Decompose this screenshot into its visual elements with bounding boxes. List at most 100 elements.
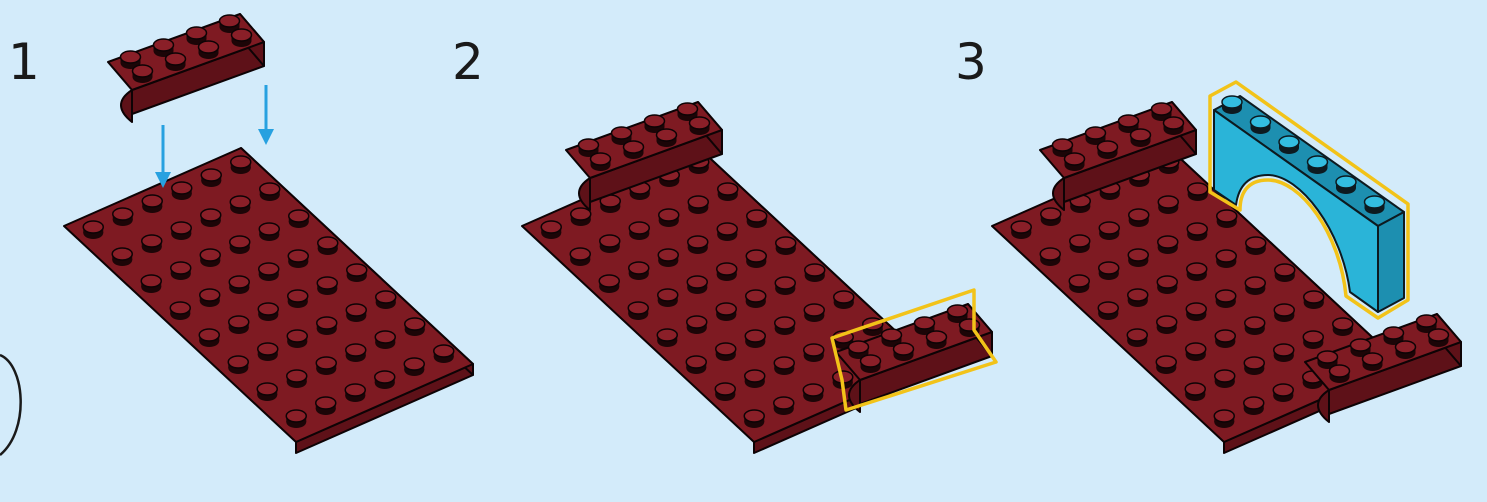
stud <box>746 209 768 228</box>
stud <box>716 222 738 241</box>
stud <box>1157 235 1179 254</box>
stud <box>164 52 187 71</box>
stud <box>569 247 591 266</box>
stud <box>657 248 679 267</box>
stud <box>199 288 221 307</box>
stud <box>286 329 308 348</box>
stud <box>1150 102 1173 121</box>
stud <box>228 315 250 334</box>
stud <box>656 328 678 347</box>
stud <box>345 343 367 362</box>
stud <box>227 355 249 374</box>
stud <box>1063 152 1086 171</box>
stud <box>1215 249 1237 268</box>
stud <box>774 276 796 295</box>
stud <box>433 344 455 363</box>
stud <box>743 409 765 428</box>
stud <box>200 168 222 187</box>
stud <box>627 301 649 320</box>
step-3-illustration <box>991 80 1462 454</box>
stud <box>686 315 708 334</box>
stud <box>230 28 253 47</box>
stud <box>1349 338 1372 357</box>
stud <box>171 181 193 200</box>
stud <box>598 274 620 293</box>
stud <box>82 220 104 239</box>
stud <box>141 194 163 213</box>
stud <box>715 342 737 361</box>
page-corner-curl <box>0 353 22 456</box>
stud <box>1306 155 1329 174</box>
base-plate <box>991 147 1402 454</box>
stud <box>1215 289 1237 308</box>
stud <box>685 355 707 374</box>
stud <box>1272 383 1294 402</box>
stud <box>112 207 134 226</box>
stud <box>657 288 679 307</box>
stud <box>1214 329 1236 348</box>
stud <box>229 235 251 254</box>
stud <box>257 302 279 321</box>
stud <box>317 236 339 255</box>
down-arrow-icon <box>155 125 171 188</box>
stud <box>1098 261 1120 280</box>
stud <box>316 316 338 335</box>
stud <box>686 275 708 294</box>
stud <box>256 382 278 401</box>
stud <box>774 316 796 335</box>
stud <box>1186 222 1208 241</box>
stud <box>259 182 281 201</box>
stud <box>197 40 220 59</box>
stud <box>1128 208 1150 227</box>
stud <box>1303 290 1325 309</box>
stud <box>258 262 280 281</box>
stud <box>375 290 397 309</box>
stud <box>404 317 426 336</box>
stud <box>1427 328 1450 347</box>
stud <box>622 140 645 159</box>
stud <box>775 236 797 255</box>
stud <box>803 343 825 362</box>
new-part-highlight <box>1208 80 1410 320</box>
stud <box>1245 236 1267 255</box>
stud <box>1129 128 1152 147</box>
stud <box>1216 209 1238 228</box>
down-arrow-icon <box>258 85 274 145</box>
stud <box>198 328 220 347</box>
stud <box>131 64 154 83</box>
stud <box>1126 328 1148 347</box>
stud <box>345 303 367 322</box>
step-1-illustration <box>63 13 474 454</box>
stud <box>1221 95 1243 114</box>
plate-top <box>63 147 474 443</box>
stud <box>717 182 739 201</box>
stud <box>570 207 592 226</box>
curved-slope-brick-new <box>830 288 998 413</box>
stud <box>658 208 680 227</box>
stud <box>833 290 855 309</box>
stud <box>773 396 795 415</box>
stud <box>287 249 309 268</box>
stud <box>1156 275 1178 294</box>
stud <box>1213 409 1235 428</box>
stud <box>1185 302 1207 321</box>
arch-end-face <box>1377 211 1405 313</box>
stud <box>714 382 736 401</box>
stud <box>859 354 882 373</box>
stud <box>1415 314 1438 333</box>
stud <box>1243 356 1265 375</box>
stud <box>1069 234 1091 253</box>
stud <box>599 234 621 253</box>
stud <box>628 221 650 240</box>
stud <box>258 222 280 241</box>
stud <box>287 289 309 308</box>
stud <box>288 209 310 228</box>
stud <box>1187 182 1209 201</box>
stud <box>169 301 191 320</box>
curved-slope-brick <box>1039 101 1197 211</box>
stud <box>1185 342 1207 361</box>
stud <box>316 276 338 295</box>
stud <box>744 369 766 388</box>
